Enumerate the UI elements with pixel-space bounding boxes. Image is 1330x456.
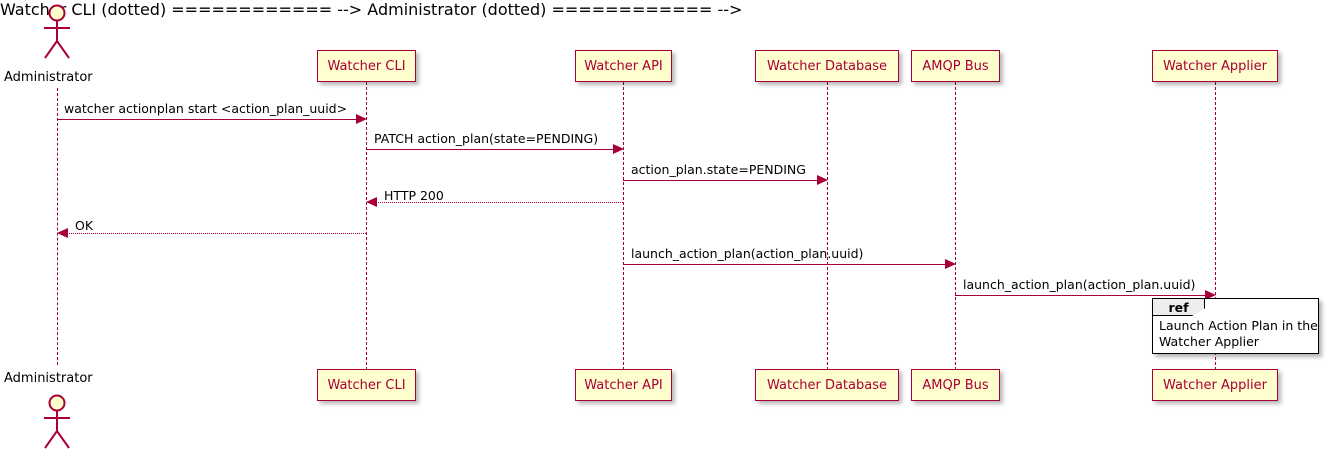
actor-administrator-bottom [44,394,70,449]
message-arrow-action-plan-state-pending [817,175,828,185]
lifeline-watcher-database [827,82,828,370]
message-arrow-launch-action-plan-bus [945,259,956,269]
participant-label-watcher-cli-top: Watcher CLI [327,58,406,74]
participant-label-watcher-applier-top: Watcher Applier [1163,58,1267,74]
lifeline-watcher-applier [1215,82,1216,370]
participant-watcher-database-bottom[interactable]: Watcher Database [755,369,899,401]
actor-administrator-top [44,4,70,59]
participant-label-watcher-database-bottom: Watcher Database [767,377,887,393]
ref-fragment-tab: ref [1153,299,1205,316]
message-line-launch-action-plan-applier [955,295,1206,296]
ref-fragment[interactable]: ref Launch Action Plan in the Watcher Ap… [1152,298,1319,354]
message-arrow-patch-action-plan [613,144,624,154]
message-line-patch-action-plan [366,149,614,150]
participant-watcher-api-bottom[interactable]: Watcher API [575,369,672,401]
actor-label-administrator-bottom: Administrator [4,371,93,386]
participant-amqp-bus-top[interactable]: AMQP Bus [911,50,1000,82]
participant-watcher-database-top[interactable]: Watcher Database [755,50,899,82]
participant-watcher-api-top[interactable]: Watcher API [575,50,672,82]
lifeline-watcher-cli [366,82,367,370]
participant-watcher-cli-bottom[interactable]: Watcher CLI [317,369,416,401]
participant-label-watcher-api-bottom: Watcher API [584,377,663,393]
message-line-http-200 [376,202,623,203]
ref-fragment-text: Launch Action Plan in the Watcher Applie… [1159,318,1318,349]
message-line-launch-action-plan-bus [623,264,946,265]
message-label-patch-action-plan: PATCH action_plan(state=PENDING) [374,131,599,146]
participant-amqp-bus-bottom[interactable]: AMQP Bus [911,369,1000,401]
message-arrow-launch-action-plan-applier [1205,290,1216,300]
message-arrow-http-200 [366,197,377,207]
message-label-action-plan-state-pending: action_plan.state=PENDING [631,162,806,177]
message-label-actionplan-start: watcher actionplan start <action_plan_uu… [64,101,348,116]
participant-watcher-applier-top[interactable]: Watcher Applier [1152,50,1278,82]
participant-label-amqp-bus-top: AMQP Bus [922,58,989,74]
message-arrow-ok [57,228,68,238]
participant-label-watcher-database-top: Watcher Database [767,58,887,74]
message-label-http-200: HTTP 200 [384,188,444,203]
message-arrow-actionplan-start [356,114,367,124]
participant-watcher-cli-top[interactable]: Watcher CLI [317,50,416,82]
message-line-action-plan-state-pending [623,180,818,181]
participant-label-watcher-applier-bottom: Watcher Applier [1163,377,1267,393]
participant-label-watcher-api-top: Watcher API [584,58,663,74]
lifeline-amqp-bus [955,82,956,370]
ref-fragment-tab-label: ref [1168,299,1189,315]
lifeline-administrator [57,88,58,365]
message-label-ok: OK [75,218,94,233]
message-line-ok [67,233,366,234]
participant-label-amqp-bus-bottom: AMQP Bus [922,377,989,393]
message-label-launch-action-plan-applier: launch_action_plan(action_plan.uuid) [963,277,1196,292]
lifeline-watcher-api [623,82,624,370]
participant-label-watcher-cli-bottom: Watcher CLI [327,377,406,393]
message-label-launch-action-plan-bus: launch_action_plan(action_plan.uuid) [631,246,864,261]
participant-watcher-applier-bottom[interactable]: Watcher Applier [1152,369,1278,401]
message-line-actionplan-start [57,119,357,120]
actor-label-administrator-top: Administrator [4,70,93,85]
